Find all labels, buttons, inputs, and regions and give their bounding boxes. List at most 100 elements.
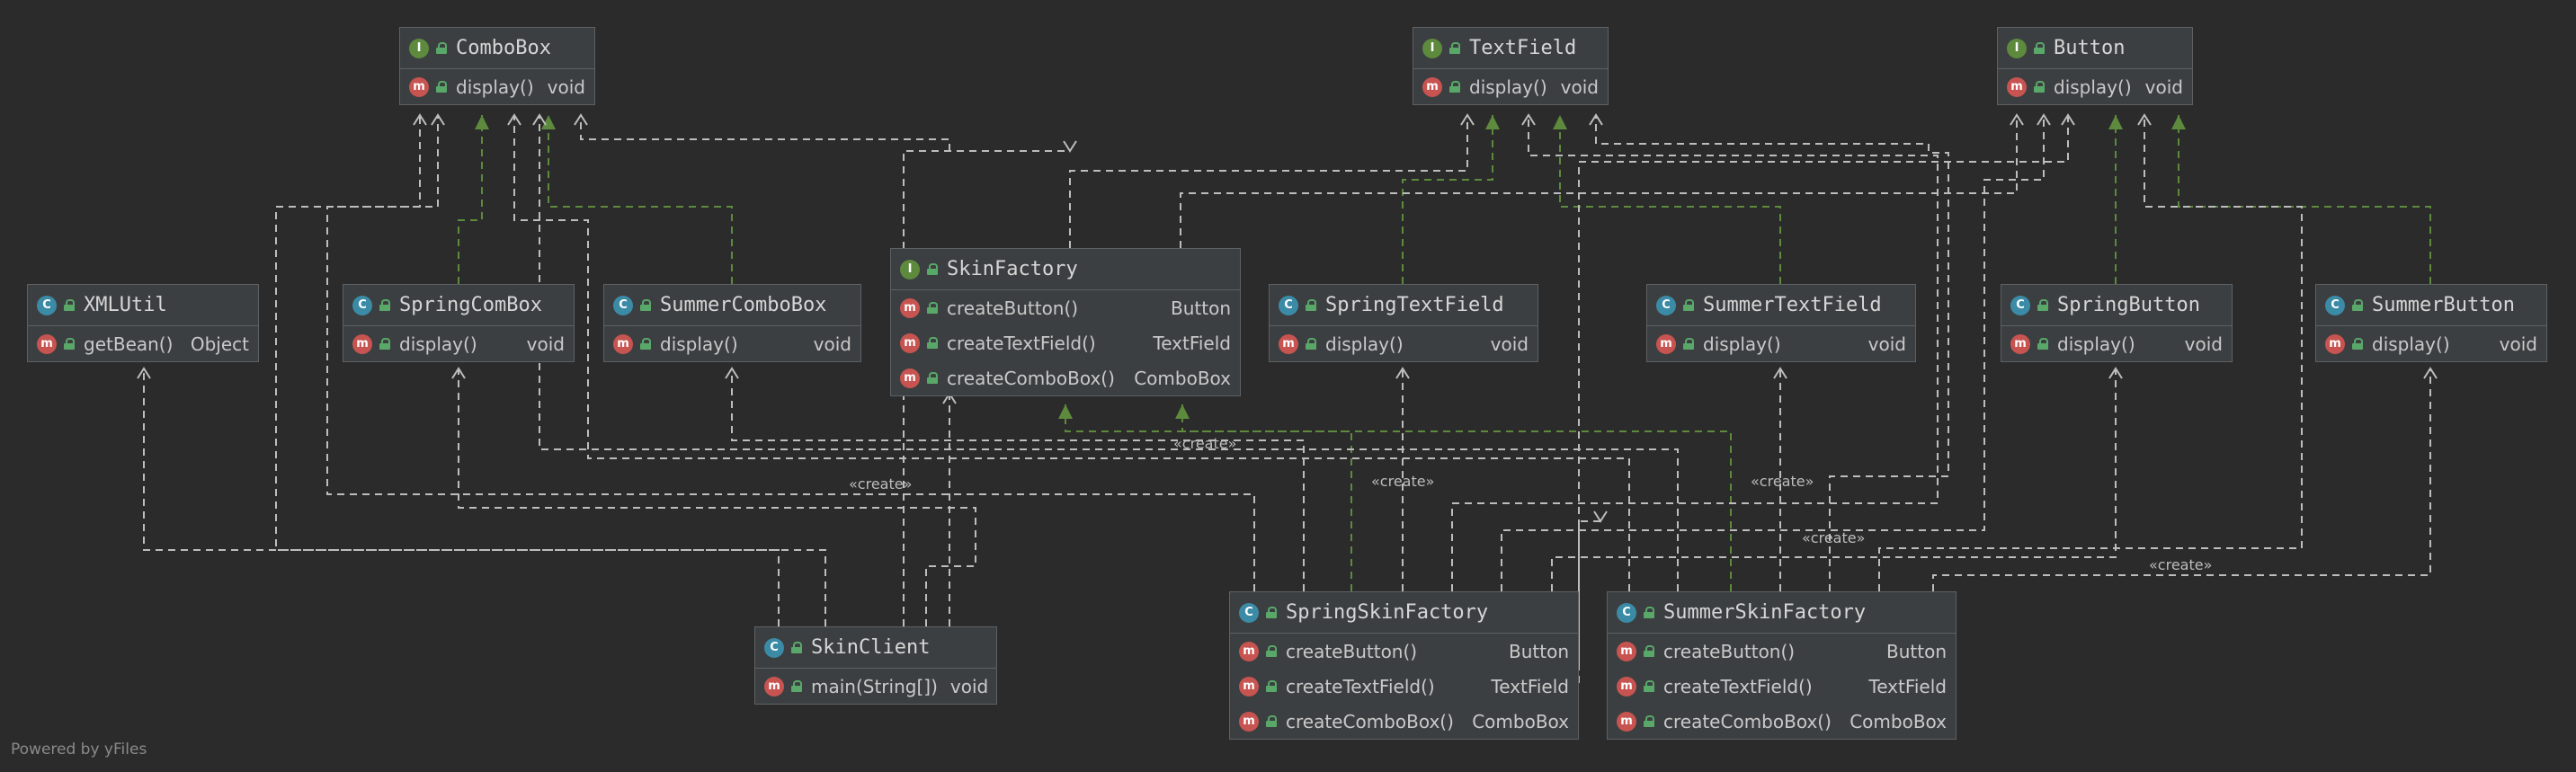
node-title: SummerComboBox bbox=[660, 294, 827, 316]
public-visibility-icon bbox=[1683, 338, 1694, 350]
class-icon: C bbox=[1279, 295, 1298, 315]
method-return-type: ComboBox bbox=[1472, 710, 1569, 732]
realization-arrowhead bbox=[1485, 115, 1500, 129]
method-row[interactable]: m getBean() Object bbox=[28, 326, 258, 361]
public-visibility-icon bbox=[1266, 645, 1277, 657]
dependency-arrowhead bbox=[725, 367, 739, 379]
method-icon: m bbox=[1617, 676, 1636, 697]
realization-arrowhead bbox=[475, 115, 489, 129]
node-title: SpringButton bbox=[2057, 294, 2200, 316]
method-name: createButton() bbox=[1286, 640, 1418, 662]
dependency-arrowhead bbox=[2137, 113, 2152, 126]
public-visibility-icon bbox=[2037, 338, 2048, 350]
realization-arrowhead bbox=[1175, 404, 1190, 419]
dependency-arrowhead bbox=[2423, 367, 2438, 379]
realization-edge bbox=[1181, 404, 1732, 591]
dependency-edge bbox=[539, 115, 1679, 591]
method-name: display() bbox=[660, 333, 738, 355]
method-icon: m bbox=[900, 297, 920, 318]
method-name: display() bbox=[456, 75, 534, 98]
public-visibility-icon bbox=[436, 81, 447, 93]
method-return-type: TextField bbox=[1868, 675, 1947, 697]
public-visibility-icon bbox=[1644, 645, 1654, 657]
dependency-arrowhead bbox=[1521, 113, 1536, 126]
method-return-type: void bbox=[526, 333, 565, 355]
method-icon: m bbox=[1279, 333, 1298, 354]
public-visibility-icon bbox=[2037, 299, 2048, 311]
dependency-edge bbox=[1551, 368, 2117, 591]
dependency-arrowhead bbox=[1395, 367, 1410, 379]
method-icon: m bbox=[1239, 711, 1259, 732]
dependency-edge bbox=[458, 368, 976, 626]
realization-edge bbox=[548, 115, 733, 284]
method-return-type: void bbox=[2499, 333, 2537, 355]
method-name: createButton() bbox=[1663, 640, 1796, 662]
dependency-arrowhead bbox=[532, 113, 547, 126]
dependency-edge bbox=[1501, 115, 2045, 591]
method-return-type: void bbox=[2184, 333, 2223, 355]
realization-edge bbox=[458, 115, 483, 284]
node-title: Button bbox=[2054, 37, 2126, 59]
method-icon: m bbox=[37, 333, 57, 354]
dependency-arrowhead bbox=[1460, 113, 1475, 126]
method-name: display() bbox=[1325, 333, 1404, 355]
create-label: «create» bbox=[2149, 556, 2213, 573]
method-icon: m bbox=[2325, 333, 2345, 354]
class-icon: C bbox=[1656, 295, 1676, 315]
class-icon: C bbox=[1617, 602, 1636, 623]
dependency-arrowhead bbox=[413, 113, 427, 126]
realization-edge bbox=[2178, 115, 2431, 284]
public-visibility-icon bbox=[379, 338, 390, 350]
dependency-edge bbox=[1878, 115, 2303, 591]
dependency-arrowhead bbox=[2010, 113, 2024, 126]
interface-icon: I bbox=[2007, 38, 2027, 58]
dependency-arrowhead bbox=[2037, 113, 2051, 126]
interface-icon: I bbox=[900, 259, 920, 280]
method-name: main(String[]) bbox=[811, 675, 938, 697]
class-icon: C bbox=[2010, 295, 2030, 315]
method-return-type: Object bbox=[190, 333, 249, 355]
create-label: «create» bbox=[1173, 435, 1237, 452]
class-icon: C bbox=[613, 295, 633, 315]
public-visibility-icon bbox=[927, 337, 938, 349]
class-icon: C bbox=[1239, 602, 1259, 623]
dependency-arrowhead bbox=[2108, 367, 2123, 379]
method-name: getBean() bbox=[84, 333, 174, 355]
